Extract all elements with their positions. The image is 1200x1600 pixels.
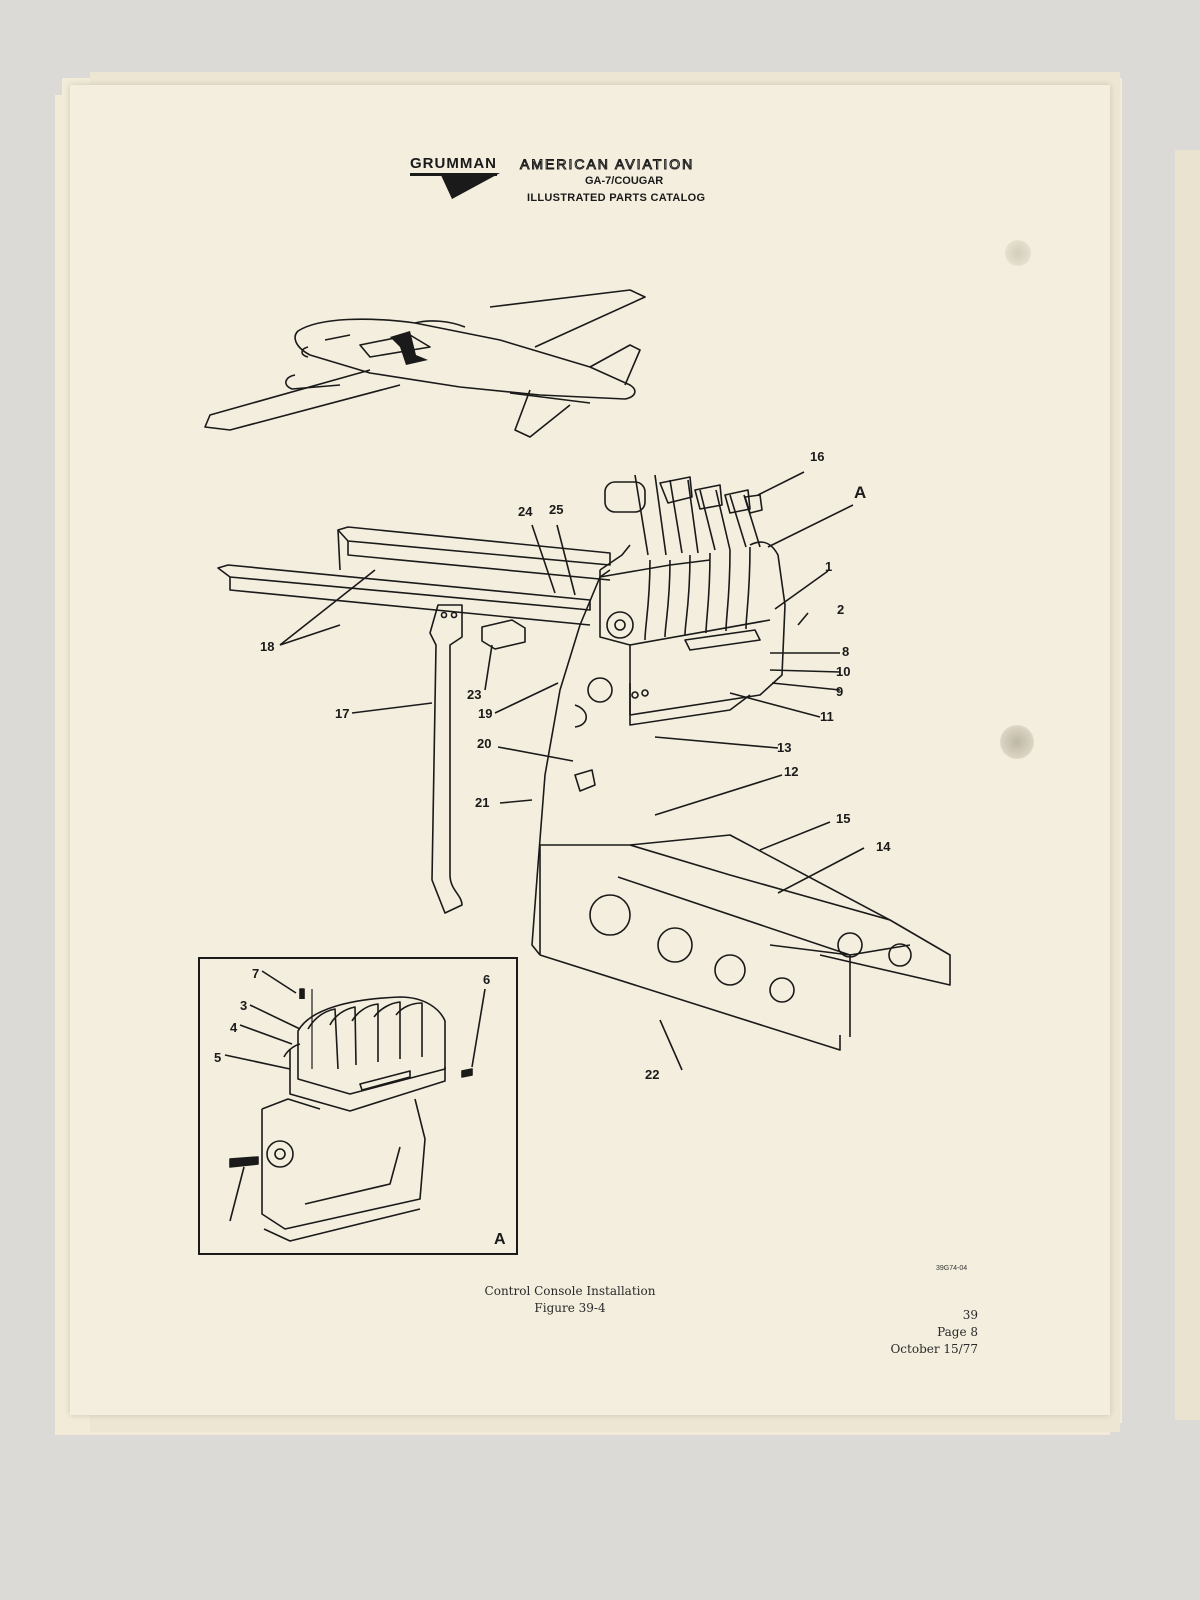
inset-view-a-label: A — [494, 1231, 506, 1248]
background-sheet — [1175, 150, 1200, 1420]
callout-9: 9 — [836, 684, 844, 699]
console-illustration — [204, 289, 951, 1071]
inset-callout-4: 4 — [230, 1020, 238, 1035]
page-footer-info: 39 Page 8 October 15/77 — [890, 1307, 978, 1358]
revision-date: October 15/77 — [890, 1342, 978, 1356]
caption-figure-number: Figure 39-4 — [534, 1301, 606, 1315]
callout-8: 8 — [842, 644, 850, 659]
punch-hole — [1000, 725, 1034, 759]
callout-2: 2 — [837, 602, 845, 617]
callout-25: 25 — [549, 502, 564, 517]
callout-18: 18 — [260, 639, 275, 654]
page-header: GRUMMAN AMERICAN AVIATION GA-7/COUGAR IL… — [410, 155, 830, 235]
grumman-logo-icon — [440, 173, 500, 199]
callout-19: 19 — [478, 706, 493, 721]
inset-callout-6: 6 — [483, 972, 491, 987]
chapter-number: 39 — [962, 1308, 978, 1322]
inset-callout-7: 7 — [252, 966, 260, 981]
callout-11: 11 — [820, 709, 834, 724]
callout-14: 14 — [876, 839, 891, 854]
brand-american-aviation: AMERICAN AVIATION — [519, 156, 695, 173]
page-number: Page 8 — [937, 1325, 978, 1339]
catalog-title: ILLUSTRATED PARTS CATALOG — [527, 192, 706, 204]
detail-view-a: 7 6 3 4 5 A — [198, 957, 518, 1255]
drawing-number: 39G74-04 — [936, 1265, 968, 1272]
model-title: GA-7/COUGAR — [585, 175, 664, 187]
airplane-icon — [204, 289, 646, 438]
punch-hole — [1005, 240, 1031, 266]
callout-13: 13 — [777, 740, 792, 755]
inset-callout-5: 5 — [214, 1050, 222, 1065]
callout-20: 20 — [477, 736, 492, 751]
view-a-label: A — [854, 483, 867, 502]
catalog-page: GRUMMAN AMERICAN AVIATION GA-7/COUGAR IL… — [70, 85, 1110, 1415]
callout-24: 24 — [518, 504, 533, 519]
callout-1: 1 — [825, 559, 833, 574]
callout-15: 15 — [836, 811, 851, 826]
callout-21: 21 — [475, 795, 490, 810]
figure-caption: Control Console Installation Figure 39-4 — [410, 1283, 730, 1317]
caption-title: Control Console Installation — [484, 1284, 656, 1298]
callout-22: 22 — [645, 1067, 660, 1082]
callout-16: 16 — [810, 449, 825, 464]
callout-12: 12 — [784, 764, 799, 779]
detail-illustration — [224, 970, 486, 1242]
callout-23: 23 — [467, 687, 482, 702]
inset-callout-3: 3 — [240, 998, 248, 1013]
callout-17: 17 — [335, 706, 350, 721]
callout-10: 10 — [836, 664, 851, 679]
